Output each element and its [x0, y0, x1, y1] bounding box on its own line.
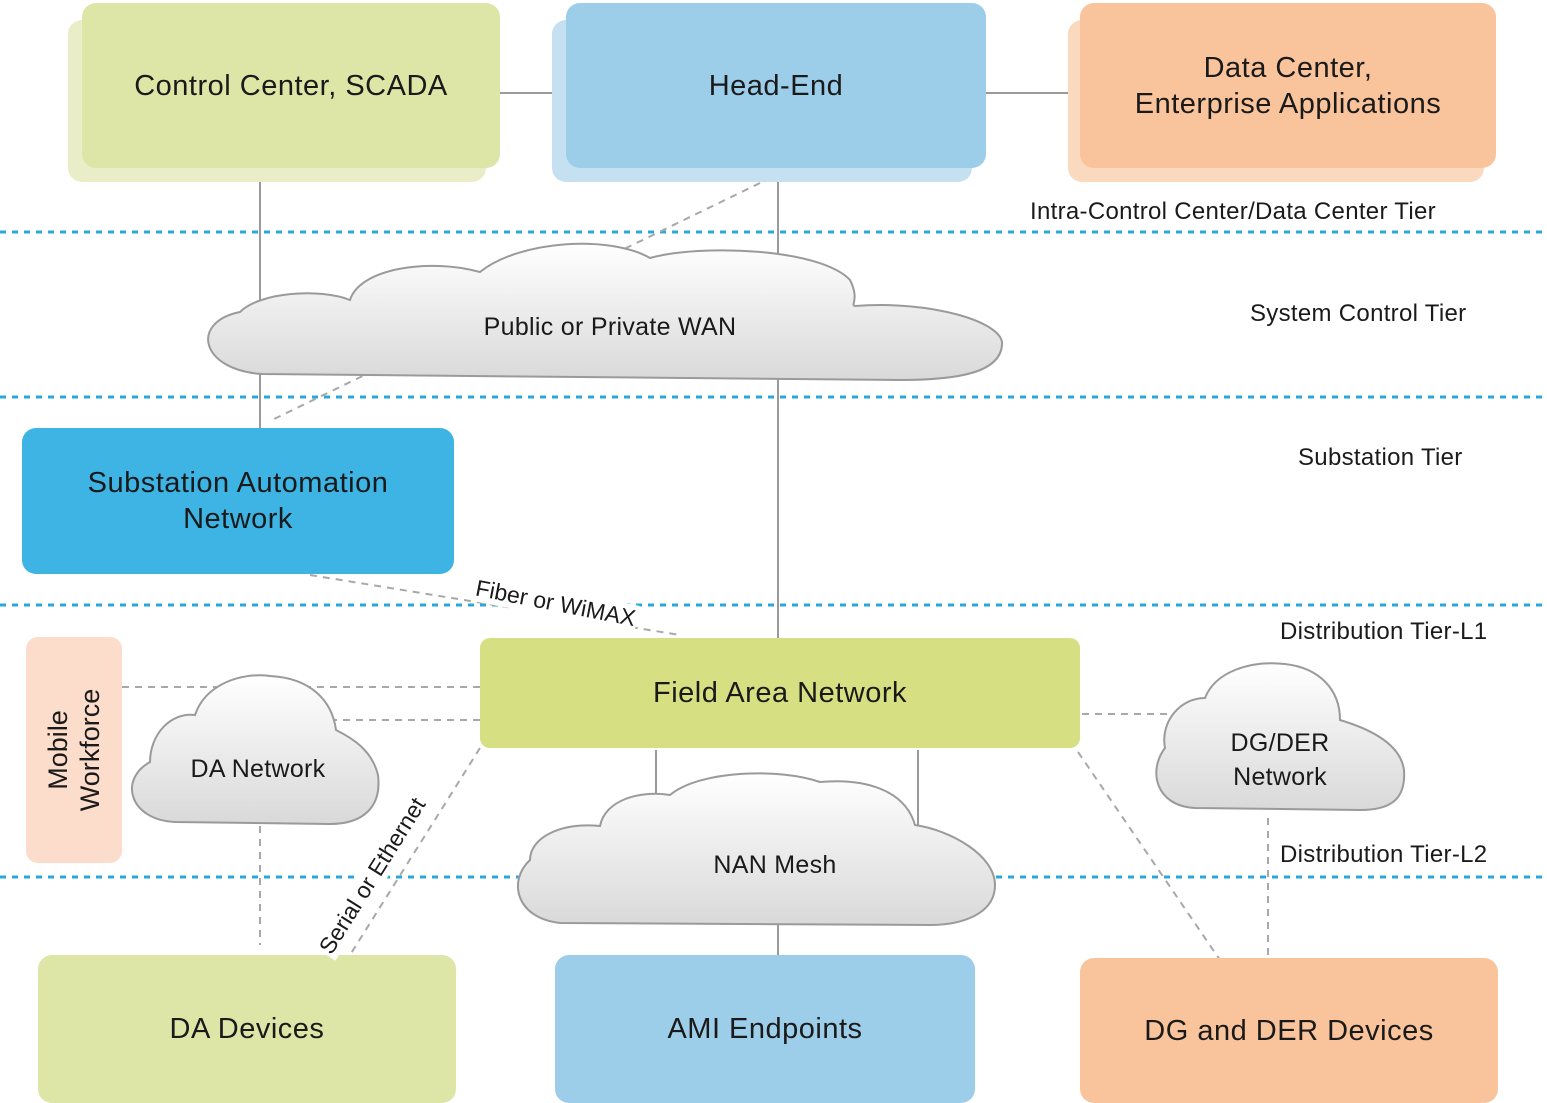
head-end-label: Head-End [708, 69, 844, 102]
mobile-workforce-box [26, 637, 122, 863]
nan-mesh-cloud-label: NAN Mesh [713, 851, 837, 879]
da-network-cloud-shape [131, 674, 380, 826]
tier-label-system: System Control Tier [1250, 300, 1467, 327]
data-center-box: Data Center, Enterprise Applications [1080, 3, 1496, 168]
da-devices-box: DA Devices [38, 955, 456, 1103]
control-center-box: Control Center, SCADA [82, 3, 500, 168]
da-devices-label: DA Devices [169, 1013, 325, 1045]
tier-label-dist-l1: Distribution Tier-L1 [1280, 618, 1488, 645]
dg-der-cloud-shape [1155, 662, 1406, 812]
link-serial-ethernet [349, 747, 481, 956]
tier-label-intra: Intra-Control Center/Data Center Tier [1030, 198, 1436, 225]
tier-label-dist-l2: Distribution Tier-L2 [1280, 841, 1488, 869]
link-fan-dgder-devices [1077, 751, 1221, 961]
wan-cloud-label: Public or Private WAN [483, 313, 737, 341]
dg-der-cloud-label: DG/DER Network [1230, 729, 1330, 791]
control-center-label: Control Center, SCADA [134, 69, 448, 102]
dg-der-devices-box: DG and DER Devices [1080, 958, 1498, 1103]
substation-automation-label: Substation Automation Network [87, 467, 389, 535]
clouds [131, 242, 1406, 927]
ami-endpoints-label: AMI Endpoints [667, 1013, 863, 1045]
substation-automation-box: Substation Automation Network [22, 428, 454, 574]
tier-label-substation: Substation Tier [1298, 444, 1463, 471]
ami-endpoints-box: AMI Endpoints [555, 955, 975, 1103]
dg-der-devices-label: DG and DER Devices [1144, 1014, 1434, 1047]
field-area-network-label: Field Area Network [653, 677, 907, 709]
nan-mesh-cloud-shape [516, 772, 997, 927]
da-network-cloud-label: DA Network [190, 755, 326, 783]
wan-cloud-shape [207, 242, 1004, 382]
data-center-label: Data Center, Enterprise Applications [1134, 51, 1442, 120]
mobile-workforce-label: Mobile Workforce [43, 688, 105, 812]
head-end-box: Head-End [566, 3, 986, 168]
field-area-network-box: Field Area Network [480, 638, 1080, 748]
